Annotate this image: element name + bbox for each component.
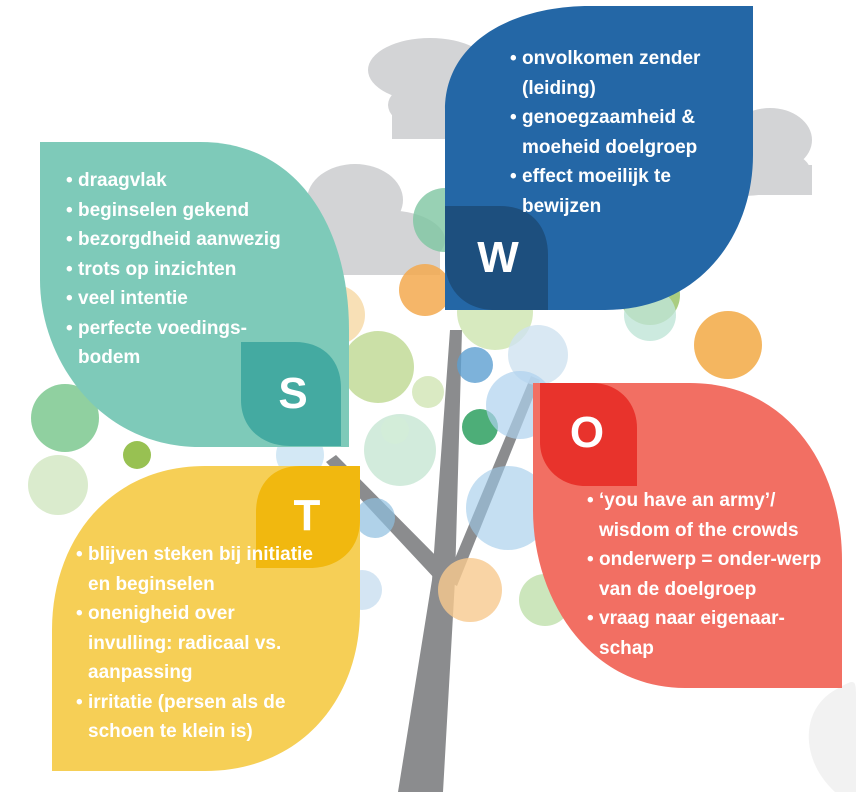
strength-item: veel intentie xyxy=(66,284,316,314)
strength-item: trots op inzichten xyxy=(66,255,316,285)
threat-item: onenigheid over invulling: radicaal vs. … xyxy=(76,599,288,688)
dot-2 xyxy=(399,264,451,316)
cloud-left xyxy=(307,164,445,275)
dot-19 xyxy=(438,558,502,622)
leaf-o-badge xyxy=(540,383,637,486)
dot-10 xyxy=(342,331,414,403)
trunk xyxy=(398,330,462,792)
threat-item: irritatie (persen als de schoen te klein… xyxy=(76,688,328,747)
dot-22 xyxy=(31,384,99,452)
strengths-list: draagvlak beginselen gekend bezorgdheid … xyxy=(66,166,316,373)
opportunity-item: vraag naar eigenaar-schap xyxy=(587,604,809,663)
dot-18 xyxy=(355,498,395,538)
dot-12 xyxy=(412,376,444,408)
opportunity-item: ‘you have an army’/ wisdom of the crowds xyxy=(587,486,829,545)
weaknesses-letter: W xyxy=(477,233,519,282)
threat-item: blijven steken bij initiatie en beginsel… xyxy=(76,540,328,599)
strength-item: bezorgdheid aanwezig xyxy=(66,225,316,255)
dot-24 xyxy=(123,441,151,469)
watermark-shape xyxy=(808,681,856,792)
weaknesses-list: onvolkomen zender (leiding) genoegzaamhe… xyxy=(510,44,735,221)
weakness-item: onvolkomen zender (leiding) xyxy=(510,44,732,103)
dot-7 xyxy=(694,311,762,379)
strength-item: perfecte voedings-bodem xyxy=(66,314,273,373)
opportunities-list: ‘you have an army’/ wisdom of the crowds… xyxy=(587,486,842,663)
threats-list: blijven steken bij initiatie en beginsel… xyxy=(76,540,341,747)
threats-letter: T xyxy=(293,491,321,540)
strengths-letter: S xyxy=(278,369,308,418)
weakness-item: genoegzaamheid & moeheid doelgroep xyxy=(510,103,735,162)
opportunity-item: onderwerp = onder-werp van de doelgroep xyxy=(587,545,849,604)
dot-8 xyxy=(508,325,568,385)
strength-item: beginselen gekend xyxy=(66,196,316,226)
dot-17 xyxy=(466,466,550,550)
dot-23 xyxy=(28,455,88,515)
opportunities-letter: O xyxy=(569,408,605,457)
dot-16 xyxy=(381,416,409,444)
strength-item: draagvlak xyxy=(66,166,316,196)
weakness-item: effect moeilijk te bewijzen xyxy=(510,162,707,221)
leaf-w-badge xyxy=(445,206,548,310)
dot-9 xyxy=(457,347,493,383)
